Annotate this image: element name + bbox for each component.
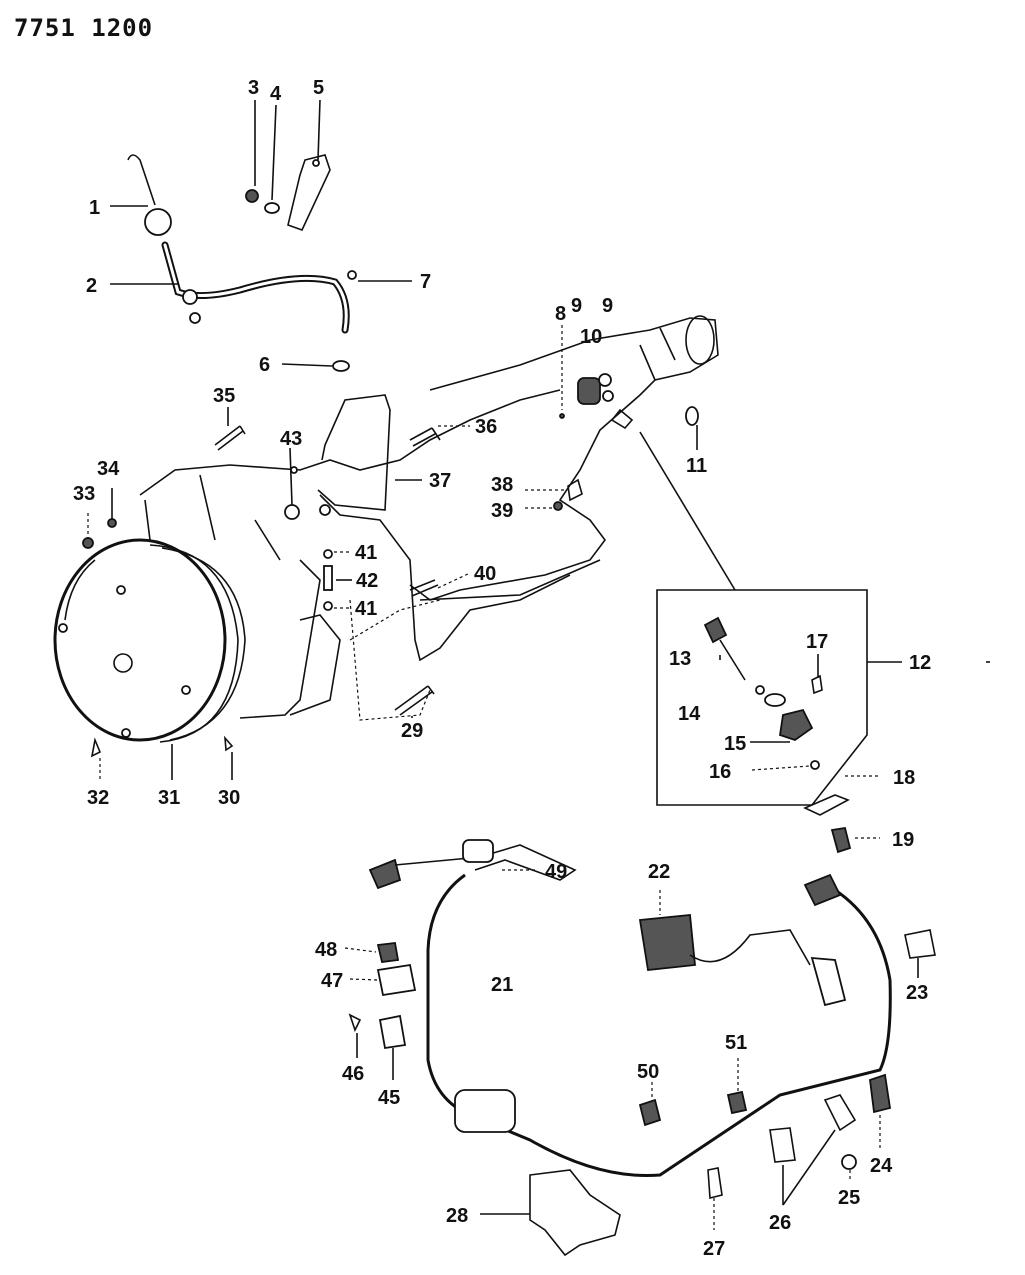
callout-17: 17 bbox=[806, 631, 828, 653]
clip-46 bbox=[348, 1013, 362, 1033]
sensor-22 bbox=[638, 914, 696, 971]
callout-47: 47 bbox=[321, 970, 343, 992]
callout-38: 38 bbox=[491, 474, 513, 496]
transmission-assembly bbox=[139, 315, 719, 721]
leader-to-inset bbox=[639, 431, 736, 591]
callout-25: 25 bbox=[838, 1187, 860, 1209]
callout-8: 8 bbox=[555, 303, 566, 325]
callout-16: 16 bbox=[709, 761, 731, 783]
callout-26: 26 bbox=[769, 1212, 791, 1234]
dipstick-cap bbox=[144, 208, 172, 236]
clip-51 bbox=[726, 1090, 748, 1115]
transmission-case bbox=[139, 389, 561, 496]
callout-34: 34 bbox=[97, 458, 120, 480]
callout-29: 29 bbox=[401, 720, 423, 742]
callout-32: 32 bbox=[87, 787, 109, 809]
leader-lines bbox=[87, 99, 919, 1230]
clip-27 bbox=[707, 1167, 723, 1200]
callout-33: 33 bbox=[73, 483, 95, 505]
callout-15: 15 bbox=[724, 733, 746, 755]
dipstick bbox=[127, 154, 156, 206]
bracket bbox=[287, 154, 331, 231]
callout-37: 37 bbox=[429, 470, 451, 492]
bracket-28 bbox=[529, 1169, 621, 1257]
callout-51: 51 bbox=[725, 1032, 747, 1054]
converter-front bbox=[53, 538, 227, 742]
page-code: 7751 1200 bbox=[14, 14, 154, 42]
wiring-harness bbox=[348, 839, 936, 1257]
clip-47 bbox=[376, 963, 417, 997]
callout-10: 10 bbox=[580, 326, 602, 348]
callout-46: 46 bbox=[342, 1063, 364, 1085]
tube-bracket bbox=[182, 289, 198, 305]
callout-42: 42 bbox=[356, 570, 378, 592]
connector-top bbox=[368, 858, 402, 890]
callout-19: 19 bbox=[892, 829, 914, 851]
harness-main bbox=[426, 873, 892, 1178]
clip-26b bbox=[769, 1127, 796, 1163]
callout-23: 23 bbox=[906, 982, 928, 1004]
clip-24 bbox=[869, 1073, 892, 1114]
callout-2: 2 bbox=[86, 275, 97, 297]
cooler-line bbox=[317, 394, 391, 511]
callout-28: 28 bbox=[446, 1205, 468, 1227]
callout-5: 5 bbox=[313, 77, 324, 99]
callout-30: 30 bbox=[218, 787, 240, 809]
callout-48: 48 bbox=[315, 939, 337, 961]
speed-sensor-9-10 bbox=[559, 373, 699, 430]
driven-gear bbox=[703, 616, 728, 644]
callout-11: 11 bbox=[686, 455, 707, 477]
callout-22: 22 bbox=[648, 861, 670, 883]
callout-6: 6 bbox=[259, 354, 270, 376]
callout-39: 39 bbox=[491, 500, 513, 522]
callout-49: 49 bbox=[545, 861, 567, 883]
callout-3: 3 bbox=[248, 77, 259, 99]
callout-21: 21 bbox=[491, 974, 513, 996]
callout-36: 36 bbox=[475, 416, 497, 438]
callout-41b: 41 bbox=[355, 598, 377, 620]
clip-26a bbox=[823, 1094, 857, 1132]
callout-35: 35 bbox=[213, 385, 235, 407]
bracket-45 bbox=[378, 1014, 407, 1050]
callout-9b: 9 bbox=[602, 295, 613, 317]
clip-48 bbox=[376, 942, 400, 963]
callout-31: 31 bbox=[158, 787, 180, 809]
valve-body bbox=[289, 614, 341, 716]
callout-40: 40 bbox=[474, 563, 496, 585]
o-ring bbox=[332, 360, 350, 372]
callout-labels: 1 2 3 4 5 6 7 8 9 9 10 11 12 13 14 15 16… bbox=[73, 77, 931, 1260]
extension-housing bbox=[409, 317, 719, 601]
callout-27: 27 bbox=[703, 1238, 725, 1260]
callout-41a: 41 bbox=[355, 542, 377, 564]
callout-9a: 9 bbox=[571, 295, 582, 317]
callout-50: 50 bbox=[637, 1061, 659, 1083]
callout-18: 18 bbox=[893, 767, 915, 789]
callout-13: 13 bbox=[669, 648, 691, 670]
torque-converter bbox=[53, 538, 246, 743]
grommet-50 bbox=[638, 1098, 662, 1127]
callout-45: 45 bbox=[378, 1087, 400, 1109]
harness-sleeve bbox=[454, 1089, 516, 1133]
callout-43: 43 bbox=[280, 428, 302, 450]
dipstick-tube-assembly bbox=[127, 154, 357, 372]
callout-14: 14 bbox=[678, 703, 701, 725]
connector-23 bbox=[803, 873, 842, 907]
callout-24: 24 bbox=[870, 1155, 893, 1177]
small-hardware-3-4-5 bbox=[245, 154, 331, 231]
inset-box-speedometer-drive bbox=[639, 431, 868, 854]
clamp bbox=[803, 794, 850, 816]
clip-25 bbox=[841, 1154, 857, 1170]
callout-7: 7 bbox=[420, 271, 431, 293]
callout-4: 4 bbox=[270, 83, 282, 105]
plug bbox=[685, 406, 699, 426]
sleeve bbox=[778, 708, 814, 741]
bolt-19 bbox=[830, 826, 852, 854]
callout-12: 12 bbox=[909, 652, 931, 674]
studs-and-bolts bbox=[82, 425, 583, 758]
callout-1: 1 bbox=[89, 197, 100, 219]
bolt bbox=[347, 270, 357, 280]
